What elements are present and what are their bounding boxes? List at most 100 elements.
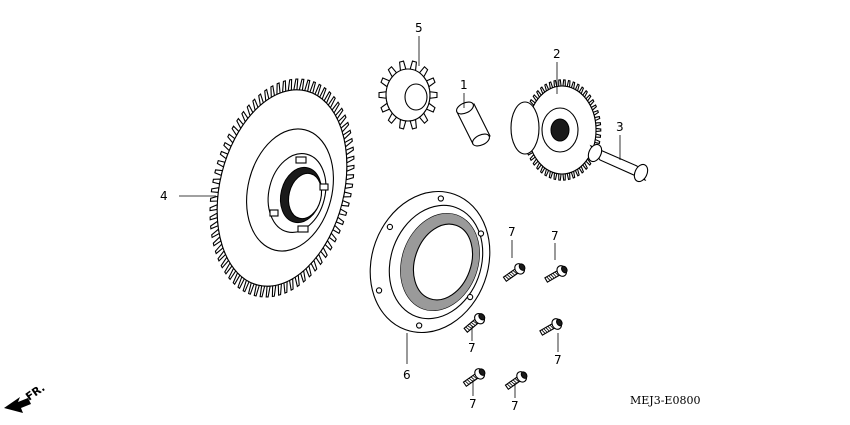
bolt-thread xyxy=(552,272,557,278)
large-gear-tooth-18 xyxy=(253,283,260,297)
bolt-thread xyxy=(512,379,518,384)
large-gear xyxy=(209,78,355,298)
callout-3: 3 xyxy=(616,120,624,134)
idle-gear-tooth-12 xyxy=(562,173,566,181)
large-gear-tooth-66 xyxy=(345,146,354,156)
callout-5: 5 xyxy=(415,21,423,35)
long-pin-end-right xyxy=(633,163,649,183)
callout-7e: 7 xyxy=(469,397,477,411)
idle-gear-tooth-0 xyxy=(595,127,602,133)
bolt-thread xyxy=(464,380,470,385)
bolt-thread xyxy=(506,383,512,388)
short-pin-end-top xyxy=(456,101,474,115)
bolt-thread xyxy=(469,323,474,328)
large-gear-tooth-20 xyxy=(242,279,250,293)
idle-gear xyxy=(510,79,602,181)
large-gear-tooth-33 xyxy=(209,195,219,202)
bolt-thread xyxy=(550,274,555,279)
callout-2: 2 xyxy=(553,47,561,61)
callouts: 4 5 1 2 3 6 7 7 7 7 7 7 xyxy=(160,21,624,413)
large-gear-tooth-67 xyxy=(346,155,355,164)
callout-1: 1 xyxy=(460,78,468,92)
large-gear-lug-top xyxy=(295,156,307,164)
large-gear-tooth-15 xyxy=(271,284,277,298)
socket-bolt xyxy=(504,371,528,390)
socket-bolt xyxy=(462,368,486,387)
bolt-thread xyxy=(470,376,476,381)
pinion-gear-tooth-7 xyxy=(378,91,387,99)
socket-bolt xyxy=(502,263,526,282)
clutch-bolt-hole xyxy=(466,293,474,301)
bolt-thread xyxy=(549,324,554,330)
bolt-socket xyxy=(561,265,568,274)
bolt-thread xyxy=(508,382,514,387)
bolt-group xyxy=(462,263,568,390)
bolt-thread xyxy=(546,276,551,281)
bolt-thread xyxy=(547,325,552,331)
bolt-thread xyxy=(510,380,516,385)
pinion-gear-tooth-0 xyxy=(429,91,438,99)
bolt-thread xyxy=(472,375,478,380)
short-pin xyxy=(456,101,491,147)
bolt-thread xyxy=(514,378,520,383)
bolt-thread xyxy=(466,379,472,384)
clutch-bolt-hole xyxy=(437,195,444,202)
large-gear-tooth-52 xyxy=(293,78,299,91)
large-gear-tooth-55 xyxy=(309,81,317,94)
front-marker: FR. xyxy=(4,381,47,413)
bolt-thread xyxy=(510,271,516,276)
large-gear-tooth-54 xyxy=(304,79,311,93)
bolt-thread xyxy=(541,329,546,334)
callout-7c: 7 xyxy=(468,341,476,355)
callout-7f: 7 xyxy=(511,399,519,413)
bolt-thread xyxy=(465,326,471,331)
callout-6: 6 xyxy=(403,368,411,382)
pinion-gear xyxy=(378,60,438,130)
bolt-thread xyxy=(468,377,474,382)
bolt-thread xyxy=(543,328,548,333)
diagram-code: MEJ3-E0800 xyxy=(630,394,700,407)
clutch-bolt-hole xyxy=(386,223,394,231)
bolt-thread xyxy=(554,271,559,277)
bolt-thread xyxy=(467,325,472,329)
large-gear-tooth-31 xyxy=(209,212,218,221)
callout-7b: 7 xyxy=(551,229,559,243)
long-pin-end-left xyxy=(587,143,603,163)
bolt-thread xyxy=(545,327,550,332)
bolt-socket xyxy=(556,318,563,327)
large-gear-lug-right xyxy=(319,183,329,191)
bolt-thread xyxy=(508,272,514,277)
large-gear-tooth-50 xyxy=(281,80,287,93)
socket-bolt xyxy=(539,318,563,336)
clutch-bolt-holes xyxy=(375,195,485,329)
clutch-ring xyxy=(369,190,491,334)
clutch-bolt-hole xyxy=(375,287,383,294)
socket-bolt xyxy=(544,265,568,283)
large-gear-tooth-16 xyxy=(265,285,271,298)
short-pin-end-bottom xyxy=(472,133,490,147)
callout-7a: 7 xyxy=(508,225,516,239)
large-gear-tooth-19 xyxy=(247,282,255,295)
large-gear-tooth-68 xyxy=(346,164,355,173)
bolt-socket xyxy=(478,368,486,376)
large-gear-tooth-56 xyxy=(314,83,322,97)
front-arrow-icon xyxy=(4,397,31,413)
clutch-bolt-hole xyxy=(416,322,423,329)
bolt-thread xyxy=(504,275,510,280)
large-gear-tooth-51 xyxy=(287,78,293,92)
callout-4: 4 xyxy=(160,189,168,203)
bolt-thread xyxy=(470,322,476,326)
idle-gear-tooth-38 xyxy=(562,79,566,87)
socket-bolt xyxy=(463,313,486,333)
bolt-thread xyxy=(512,270,518,275)
large-gear-tooth-32 xyxy=(209,203,218,212)
long-pin xyxy=(587,143,649,183)
bolt-thread xyxy=(548,275,553,280)
bolt-thread xyxy=(506,274,512,279)
large-gear-tooth-14 xyxy=(277,283,283,296)
large-gear-tooth-69 xyxy=(345,174,355,181)
large-gear-bore-inner xyxy=(287,172,323,220)
bolt-socket xyxy=(520,371,528,379)
large-gear-lug-left xyxy=(269,209,279,217)
